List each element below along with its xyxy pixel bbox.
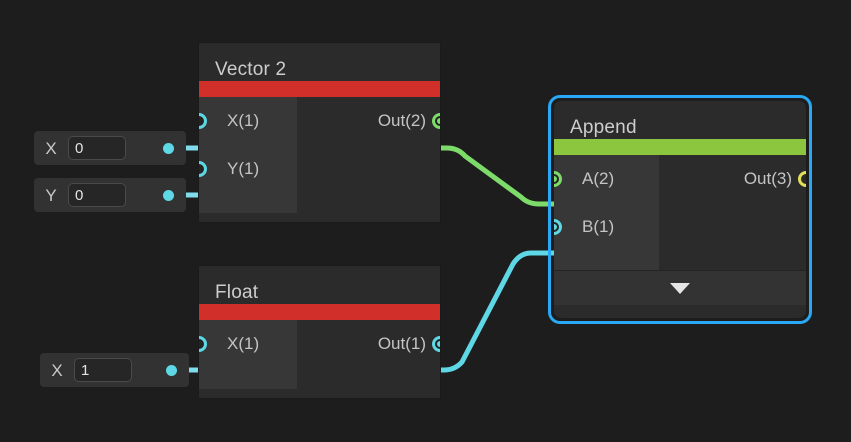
node-vector2-input-column: X(1) Y(1): [199, 97, 297, 213]
vector2-x-input[interactable]: [68, 136, 126, 160]
port-icon-output-out[interactable]: [432, 336, 440, 352]
property-row-vector2-x[interactable]: X: [34, 131, 186, 165]
node-append-output-column: Out(3): [659, 155, 806, 270]
node-vector2-accent-bar: [199, 81, 440, 97]
node-append-input-a-label: A(2): [582, 169, 615, 188]
chevron-down-icon[interactable]: [670, 282, 690, 294]
node-vector2-input-y[interactable]: Y(1): [199, 145, 297, 193]
node-append-input-b[interactable]: B(1): [554, 203, 659, 251]
vector2-y-input[interactable]: [68, 183, 126, 207]
node-float-title: Float: [215, 282, 259, 303]
property-row-float-x[interactable]: X: [40, 353, 189, 387]
node-float[interactable]: Float X(1) Out(1): [198, 265, 441, 399]
node-float-output-out-label: Out(1): [377, 334, 426, 353]
node-vector2-title: Vector 2: [215, 59, 287, 80]
port-icon-input-b[interactable]: [554, 219, 562, 235]
float-x-output-dot[interactable]: [166, 364, 177, 376]
node-vector2-output-column: Out(2): [297, 97, 440, 213]
node-float-input-x[interactable]: X(1): [199, 320, 297, 368]
vector2-y-output-dot[interactable]: [163, 189, 174, 201]
node-append-title: Append: [570, 117, 637, 138]
node-append-input-b-label: B(1): [582, 217, 615, 236]
node-append-accent-bar: [554, 139, 806, 155]
node-append-expander[interactable]: [554, 270, 806, 305]
node-float-accent-bar: [199, 304, 440, 320]
node-float-output-out[interactable]: Out(1): [297, 320, 440, 368]
node-append-output-out-label: Out(3): [743, 169, 792, 188]
port-icon-input-y[interactable]: [199, 161, 207, 177]
port-icon-input-x[interactable]: [199, 113, 207, 129]
port-icon-input-a[interactable]: [554, 171, 562, 187]
node-vector2-input-x-label: X(1): [227, 111, 260, 130]
node-append-output-out[interactable]: Out(3): [659, 155, 806, 203]
node-append-input-a[interactable]: A(2): [554, 155, 659, 203]
node-float-output-column: Out(1): [297, 320, 440, 389]
node-float-input-x-label: X(1): [227, 334, 260, 353]
property-label-x: X: [45, 138, 57, 158]
node-vector2-input-y-label: Y(1): [227, 159, 260, 178]
property-row-vector2-y[interactable]: Y: [34, 178, 186, 212]
property-label-y: Y: [45, 185, 57, 205]
float-x-input[interactable]: [74, 358, 132, 382]
vector2-x-output-dot[interactable]: [163, 142, 174, 154]
node-vector2-output-out[interactable]: Out(2): [297, 97, 440, 145]
node-float-input-column: X(1): [199, 320, 297, 389]
port-icon-input-x[interactable]: [199, 336, 207, 352]
node-vector2-output-out-label: Out(2): [377, 111, 426, 130]
node-vector2[interactable]: Vector 2 X(1) Y(1) Out(2): [198, 42, 441, 223]
port-icon-output-out[interactable]: [432, 113, 440, 129]
node-append-input-column: A(2) B(1): [554, 155, 659, 270]
node-vector2-input-x[interactable]: X(1): [199, 97, 297, 145]
node-append[interactable]: Append A(2) B(1) Out(3): [548, 95, 812, 324]
property-label-x: X: [51, 360, 63, 380]
port-icon-output-out[interactable]: [798, 171, 806, 187]
